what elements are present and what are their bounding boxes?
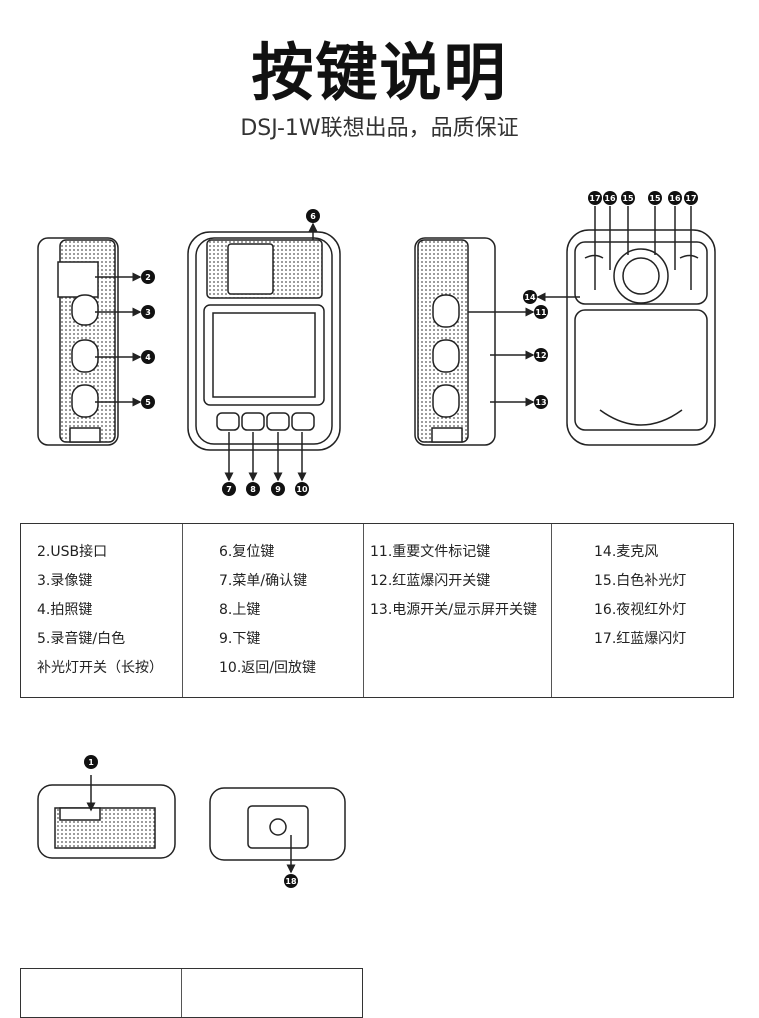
callout-15: 15 bbox=[648, 191, 662, 205]
callout-11: 11 bbox=[534, 305, 548, 319]
callout-14: 14 bbox=[523, 290, 537, 304]
legend-column-2 bbox=[182, 969, 362, 1017]
device-left-side-view bbox=[37, 237, 119, 446]
callout-12: 12 bbox=[534, 348, 548, 362]
svg-text:9: 9 bbox=[275, 485, 281, 494]
svg-text:1: 1 bbox=[88, 758, 94, 767]
callout-10: 10 bbox=[295, 482, 309, 496]
svg-text:17: 17 bbox=[589, 194, 600, 203]
svg-text:2: 2 bbox=[145, 273, 151, 282]
callout-1: 1 bbox=[84, 755, 98, 769]
callout-5: 5 bbox=[141, 395, 155, 409]
legend-item: 17.红蓝爆闪灯 bbox=[594, 631, 687, 647]
device-top-view bbox=[37, 784, 176, 859]
callout-6: 6 bbox=[306, 209, 320, 223]
svg-text:4: 4 bbox=[145, 353, 151, 362]
legend-item: 11.重要文件标记键 bbox=[370, 544, 491, 560]
callout-18: 18 bbox=[284, 874, 298, 888]
svg-text:10: 10 bbox=[296, 485, 308, 494]
svg-text:12: 12 bbox=[535, 351, 546, 360]
svg-text:7: 7 bbox=[226, 485, 232, 494]
callout-7: 7 bbox=[222, 482, 236, 496]
svg-text:17: 17 bbox=[685, 194, 696, 203]
callout-2: 2 bbox=[141, 270, 155, 284]
device-camera-view bbox=[566, 229, 716, 446]
callout-17: 17 bbox=[684, 191, 698, 205]
callout-9: 9 bbox=[271, 482, 285, 496]
page-subtitle: DSJ-1W联想出品，品质保证 bbox=[240, 116, 519, 141]
button-legend-table: 2.USB接口 3.录像键 4.拍照键 5.录音键/白色 补光灯开关（长按） 6… bbox=[20, 523, 734, 698]
legend-item: 4.拍照键 bbox=[37, 602, 93, 618]
legend-item: 13.电源开关/显示屏开关键 bbox=[370, 602, 537, 618]
svg-text:15: 15 bbox=[622, 194, 634, 203]
legend-column-2: 6.复位键 7.菜单/确认键 8.上键 9.下键 10.返回/回放键 bbox=[183, 524, 364, 697]
legend-column-3: 11.重要文件标记键 12.红蓝爆闪开关键 13.电源开关/显示屏开关键 bbox=[364, 524, 552, 697]
legend-item: 14.麦克风 bbox=[594, 544, 659, 560]
device-right-side-view bbox=[414, 237, 496, 446]
page-title: 按键说明 bbox=[251, 36, 508, 109]
callout-16: 16 bbox=[668, 191, 682, 205]
svg-text:14: 14 bbox=[524, 293, 536, 302]
svg-text:6: 6 bbox=[310, 212, 316, 221]
legend-item: 12.红蓝爆闪开关键 bbox=[370, 573, 491, 589]
legend-item: 补光灯开关（长按） bbox=[37, 660, 163, 676]
callout-16: 16 bbox=[603, 191, 617, 205]
svg-text:15: 15 bbox=[649, 194, 661, 203]
legend-item: 9.下键 bbox=[219, 631, 261, 647]
legend-item: 15.白色补光灯 bbox=[594, 573, 687, 589]
svg-text:13: 13 bbox=[535, 398, 546, 407]
legend-item: 8.上键 bbox=[219, 602, 261, 618]
device-bottom-view bbox=[209, 787, 346, 861]
callout-17: 17 bbox=[588, 191, 602, 205]
svg-text:16: 16 bbox=[604, 194, 616, 203]
legend-item: 2.USB接口 bbox=[37, 544, 108, 560]
legend-item: 7.菜单/确认键 bbox=[219, 573, 308, 589]
svg-text:18: 18 bbox=[285, 877, 297, 886]
legend-column-1: 2.USB接口 3.录像键 4.拍照键 5.录音键/白色 补光灯开关（长按） bbox=[21, 524, 183, 697]
legend-item: 3.录像键 bbox=[37, 573, 93, 589]
callout-13: 13 bbox=[534, 395, 548, 409]
svg-text:5: 5 bbox=[145, 398, 151, 407]
legend-column-1 bbox=[21, 969, 182, 1017]
svg-text:16: 16 bbox=[669, 194, 681, 203]
legend-item: 5.录音键/白色 bbox=[37, 631, 126, 647]
callout-3: 3 bbox=[141, 305, 155, 319]
callout-8: 8 bbox=[246, 482, 260, 496]
callout-15: 15 bbox=[621, 191, 635, 205]
legend-column-4: 14.麦克风 15.白色补光灯 16.夜视红外灯 17.红蓝爆闪灯 bbox=[552, 524, 733, 697]
svg-text:11: 11 bbox=[535, 308, 547, 317]
svg-text:3: 3 bbox=[145, 308, 151, 317]
callout-4: 4 bbox=[141, 350, 155, 364]
device-front-view bbox=[187, 231, 341, 451]
svg-text:8: 8 bbox=[250, 485, 256, 494]
legend-item: 10.返回/回放键 bbox=[219, 660, 316, 676]
second-legend-table bbox=[20, 968, 363, 1018]
legend-item: 6.复位键 bbox=[219, 544, 275, 560]
legend-item: 16.夜视红外灯 bbox=[594, 602, 687, 618]
